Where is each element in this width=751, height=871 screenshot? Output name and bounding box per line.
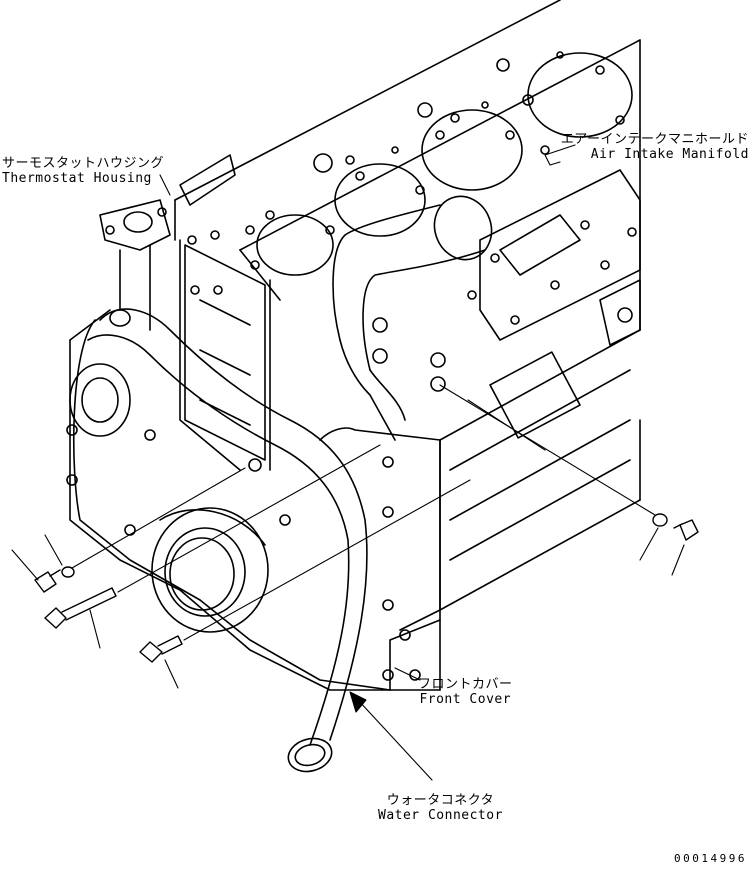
front-cover bbox=[66, 319, 441, 691]
air-intake-manifold-label-en: Air Intake Manifold bbox=[590, 147, 749, 162]
fastener-short-bolt bbox=[139, 635, 183, 663]
water-connector-pipe bbox=[87, 308, 368, 773]
label-leader-lines bbox=[159, 144, 576, 781]
air-intake-manifold-label: エアーインテークマニホールド Air Intake Manifold bbox=[561, 132, 749, 162]
thermostat-housing bbox=[99, 154, 236, 331]
upper-water-pipe bbox=[332, 195, 493, 441]
assembly-guide-lines bbox=[11, 384, 685, 689]
thermostat-housing-label-en: Thermostat Housing bbox=[2, 171, 152, 186]
front-cover-label: フロントカバー Front Cover bbox=[418, 677, 513, 707]
fastener-long-bolt bbox=[44, 587, 117, 629]
thermostat-housing-label-jp: サーモスタットハウジング bbox=[2, 156, 165, 171]
water-connector-label-en: Water Connector bbox=[378, 808, 503, 823]
air-intake-manifold bbox=[467, 169, 641, 346]
document-number: 00014996 bbox=[674, 852, 747, 865]
thermostat-housing-label: サーモスタットハウジング Thermostat Housing bbox=[2, 156, 164, 186]
fastener-bolt-left bbox=[34, 566, 75, 593]
engine-block-body bbox=[69, 129, 641, 691]
water-connector-label: ウォータコネクタ Water Connector bbox=[378, 793, 503, 823]
front-cover-label-jp: フロントカバー bbox=[418, 677, 513, 692]
water-connector-label-jp: ウォータコネクタ bbox=[386, 793, 495, 808]
front-cover-label-en: Front Cover bbox=[419, 692, 512, 707]
fastener-right-plug bbox=[652, 513, 699, 541]
cylinder-head-surface bbox=[174, 0, 641, 301]
air-intake-manifold-label-jp: エアーインテークマニホールド bbox=[560, 132, 749, 147]
